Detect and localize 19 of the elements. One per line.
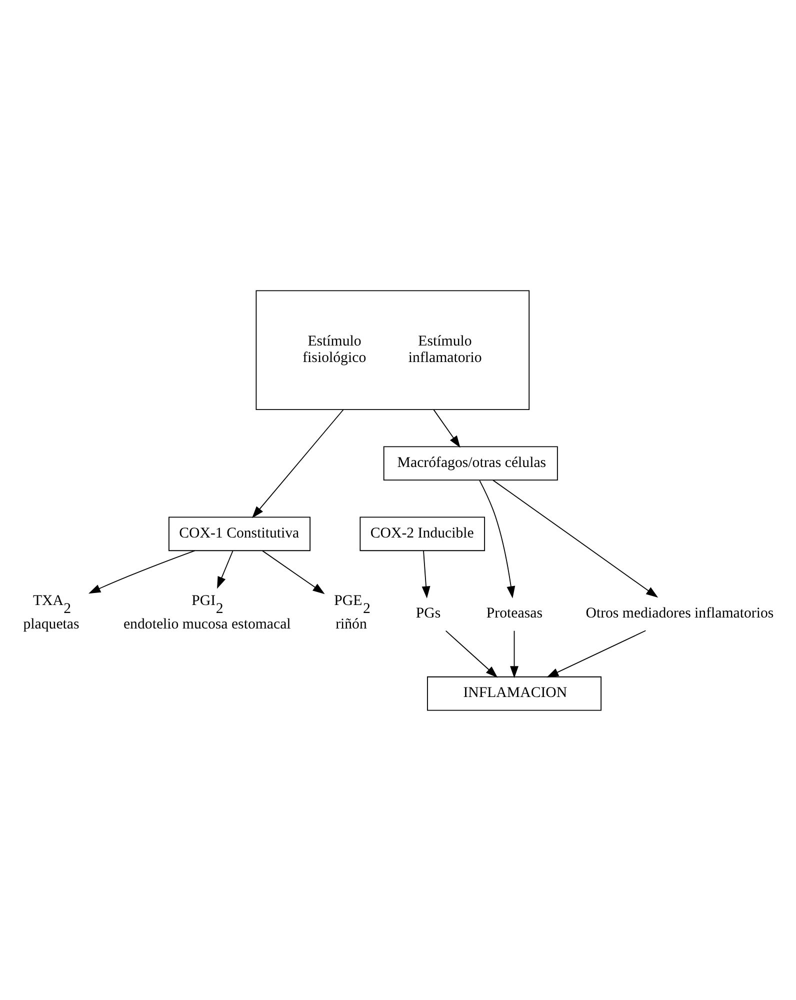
node-text: PGs bbox=[416, 604, 441, 621]
node-text: Proteasas bbox=[486, 604, 542, 621]
arrow bbox=[422, 550, 430, 598]
node-box: Estímulo fisiológico Estímulo inflamatorio bbox=[256, 290, 530, 410]
node-text: Otros mediadores inflamatorios bbox=[586, 604, 774, 621]
arrow bbox=[510, 630, 518, 678]
arrow bbox=[433, 408, 460, 448]
arrow bbox=[492, 479, 658, 598]
arrow bbox=[445, 630, 498, 678]
node-box: COX-2 Inducible bbox=[360, 516, 486, 551]
arrow bbox=[262, 550, 325, 594]
arrow bbox=[546, 630, 646, 677]
node-box: COX-1 Constitutiva bbox=[168, 516, 310, 551]
node-box: INFLAMACION bbox=[427, 676, 602, 710]
arrow bbox=[88, 550, 196, 594]
node-box: Macrófagos/otras células bbox=[383, 446, 558, 480]
arrow bbox=[252, 408, 344, 518]
arrow bbox=[479, 480, 516, 598]
arrow bbox=[217, 550, 234, 588]
